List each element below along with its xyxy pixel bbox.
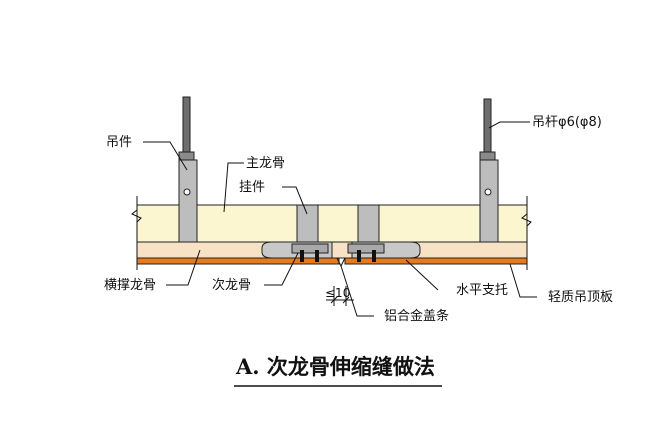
leader-hook-piece: [282, 186, 308, 215]
joint-profile-left: [291, 243, 329, 254]
break-line-left: [131, 196, 142, 270]
clip-4: [372, 250, 376, 262]
label-secondary-keel: 次龙骨: [212, 277, 251, 293]
leader-aluminum-cover: [340, 265, 374, 317]
label-horizontal-bracket: 水平支托: [456, 283, 508, 298]
leader-horizontal-bracket: [405, 259, 439, 291]
dimension-mark: [326, 286, 354, 306]
hanger-piece-right: [479, 159, 499, 243]
label-cross-brace-keel: 横撑龙骨: [104, 278, 156, 293]
ceiling-board-left: [136, 257, 340, 265]
joint-profile-right: [347, 243, 385, 254]
leader-cross-brace-keel: [166, 249, 201, 286]
hanger-assembly-left: [178, 96, 198, 243]
label-hanger-rod: 吊杆φ6(φ8): [532, 115, 602, 130]
hook-piece-right: [357, 204, 380, 246]
label-main-keel: 主龙骨: [246, 156, 285, 171]
hook-piece-left: [296, 204, 319, 246]
clip-3: [357, 250, 361, 262]
hanger-rod-left: [182, 96, 191, 153]
hanger-bolt-left: [183, 188, 191, 196]
hanger-nut-left: [178, 151, 195, 161]
leader-hanger-piece: [143, 141, 188, 171]
label-hook-piece: 挂件: [239, 180, 265, 195]
leader-main-keel: [223, 162, 244, 213]
hanger-bolt-right: [484, 188, 492, 196]
hanger-rod-right: [483, 98, 492, 153]
leader-secondary-keel: [264, 252, 299, 286]
label-hanger-piece: 吊件: [106, 135, 132, 150]
diagram-caption: A. 次龙骨伸缩缝做法: [235, 354, 435, 379]
break-line-right: [521, 196, 532, 270]
leader-ceiling-board: [509, 263, 537, 298]
leader-hanger-rod: [488, 121, 530, 129]
main-keel-band: [136, 204, 528, 243]
hanger-nut-right: [479, 151, 496, 161]
clip-1: [300, 250, 304, 262]
hanger-piece-left: [178, 159, 198, 243]
dimension-label: ≤10: [325, 286, 350, 300]
clip-2: [315, 250, 319, 262]
label-aluminum-cover-strip: 铝合金盖条: [384, 308, 449, 324]
hanger-assembly-right: [479, 98, 499, 243]
label-light-ceiling-board: 轻质吊顶板: [548, 290, 613, 305]
